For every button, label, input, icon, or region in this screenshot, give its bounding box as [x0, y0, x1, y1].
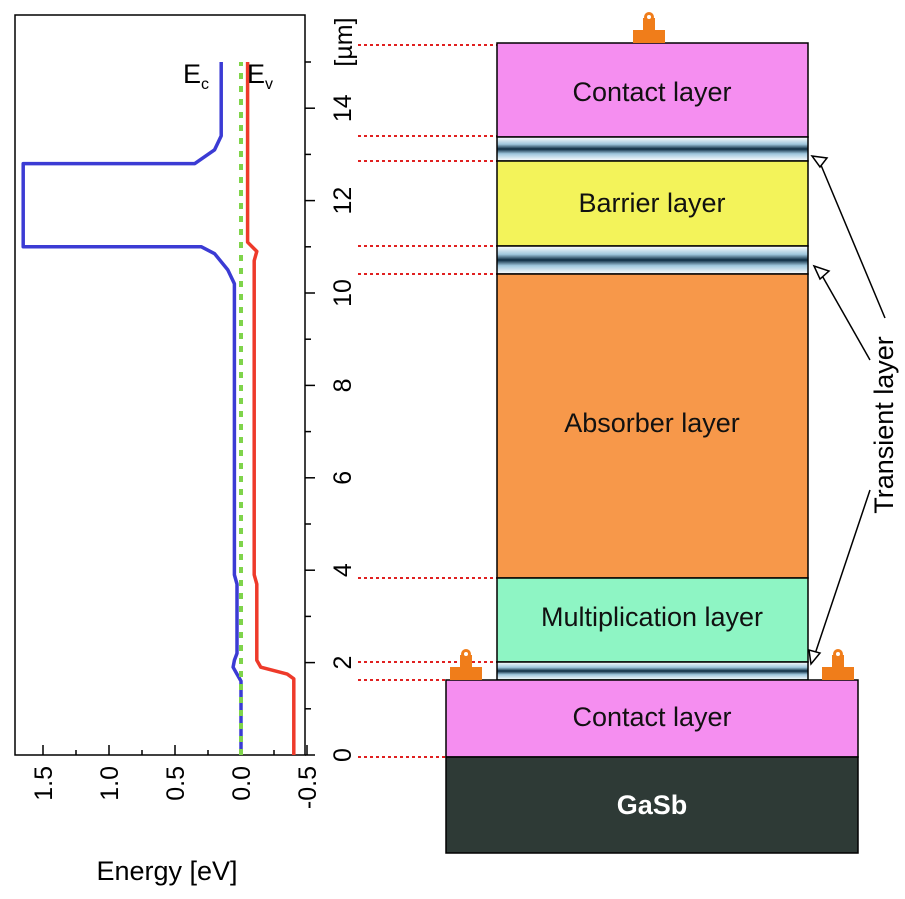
x-tick-label: 1.0 — [96, 766, 124, 801]
y-tick-label: 14 — [329, 94, 357, 122]
band-curves — [21, 62, 296, 755]
gasb-substrate — [445, 756, 859, 854]
y-tick-label: 0 — [329, 748, 357, 762]
contact-pad-top — [633, 12, 665, 43]
multiplication-layer — [496, 577, 809, 663]
transient-arrow-line — [813, 489, 871, 658]
absorber-layer-label: Absorber layer — [564, 408, 740, 438]
contact-layer-bottom — [445, 679, 859, 758]
absorber-layer — [496, 273, 809, 579]
y-tick-label: 6 — [329, 471, 357, 485]
transient-layer-annotation — [808, 155, 886, 666]
y-axis-ticks: 0 2 4 6 8 10 12 14 — [305, 61, 357, 762]
x-tick-label: 1.5 — [30, 766, 58, 801]
barrier-layer — [496, 160, 809, 247]
ev-label: Ev — [247, 59, 273, 93]
contact-layer-top — [496, 42, 809, 138]
layer-guide-lines — [358, 44, 497, 758]
y-tick-label: 12 — [329, 187, 357, 215]
layer-labels: Contact layer Barrier layer Absorber lay… — [541, 77, 763, 820]
x-axis-label: Energy [eV] — [96, 856, 237, 886]
substrate-label: GaSb — [617, 790, 688, 820]
contact-pad-bottom-left — [450, 649, 482, 680]
transient-layer-1 — [496, 136, 809, 162]
x-tick-label: 0.0 — [228, 766, 256, 801]
layer-stack — [445, 42, 859, 854]
ec-label: Ec — [183, 59, 209, 93]
barrier-layer-label: Barrier layer — [578, 188, 725, 218]
contact-pad-bottom-right — [822, 649, 854, 680]
transient-arrow-line — [819, 271, 871, 361]
transient-layer-label: Transient layer — [869, 336, 899, 514]
transient-layer-2 — [496, 245, 809, 275]
transient-arrowhead — [808, 648, 822, 666]
x-tick-label: 0.5 — [162, 766, 190, 801]
y-tick-label: 8 — [329, 378, 357, 392]
ec-curve — [21, 62, 243, 755]
transient-arrowhead — [810, 155, 829, 169]
y-tick-label: 2 — [329, 656, 357, 670]
ev-curve — [245, 62, 296, 755]
y-tick-label: 10 — [329, 279, 357, 307]
multiplication-layer-label: Multiplication layer — [541, 602, 763, 632]
y-tick-label: 4 — [329, 563, 357, 577]
y-axis-label: [µm] — [330, 17, 358, 66]
transient-arrowhead — [812, 264, 831, 281]
x-tick-label: -0.5 — [294, 766, 322, 809]
transient-layer-3 — [496, 661, 809, 681]
contact-layer-bottom-label: Contact layer — [572, 702, 731, 732]
plot-frame — [14, 14, 306, 756]
transient-arrow-line — [817, 157, 886, 319]
contact-layer-top-label: Contact layer — [572, 77, 731, 107]
